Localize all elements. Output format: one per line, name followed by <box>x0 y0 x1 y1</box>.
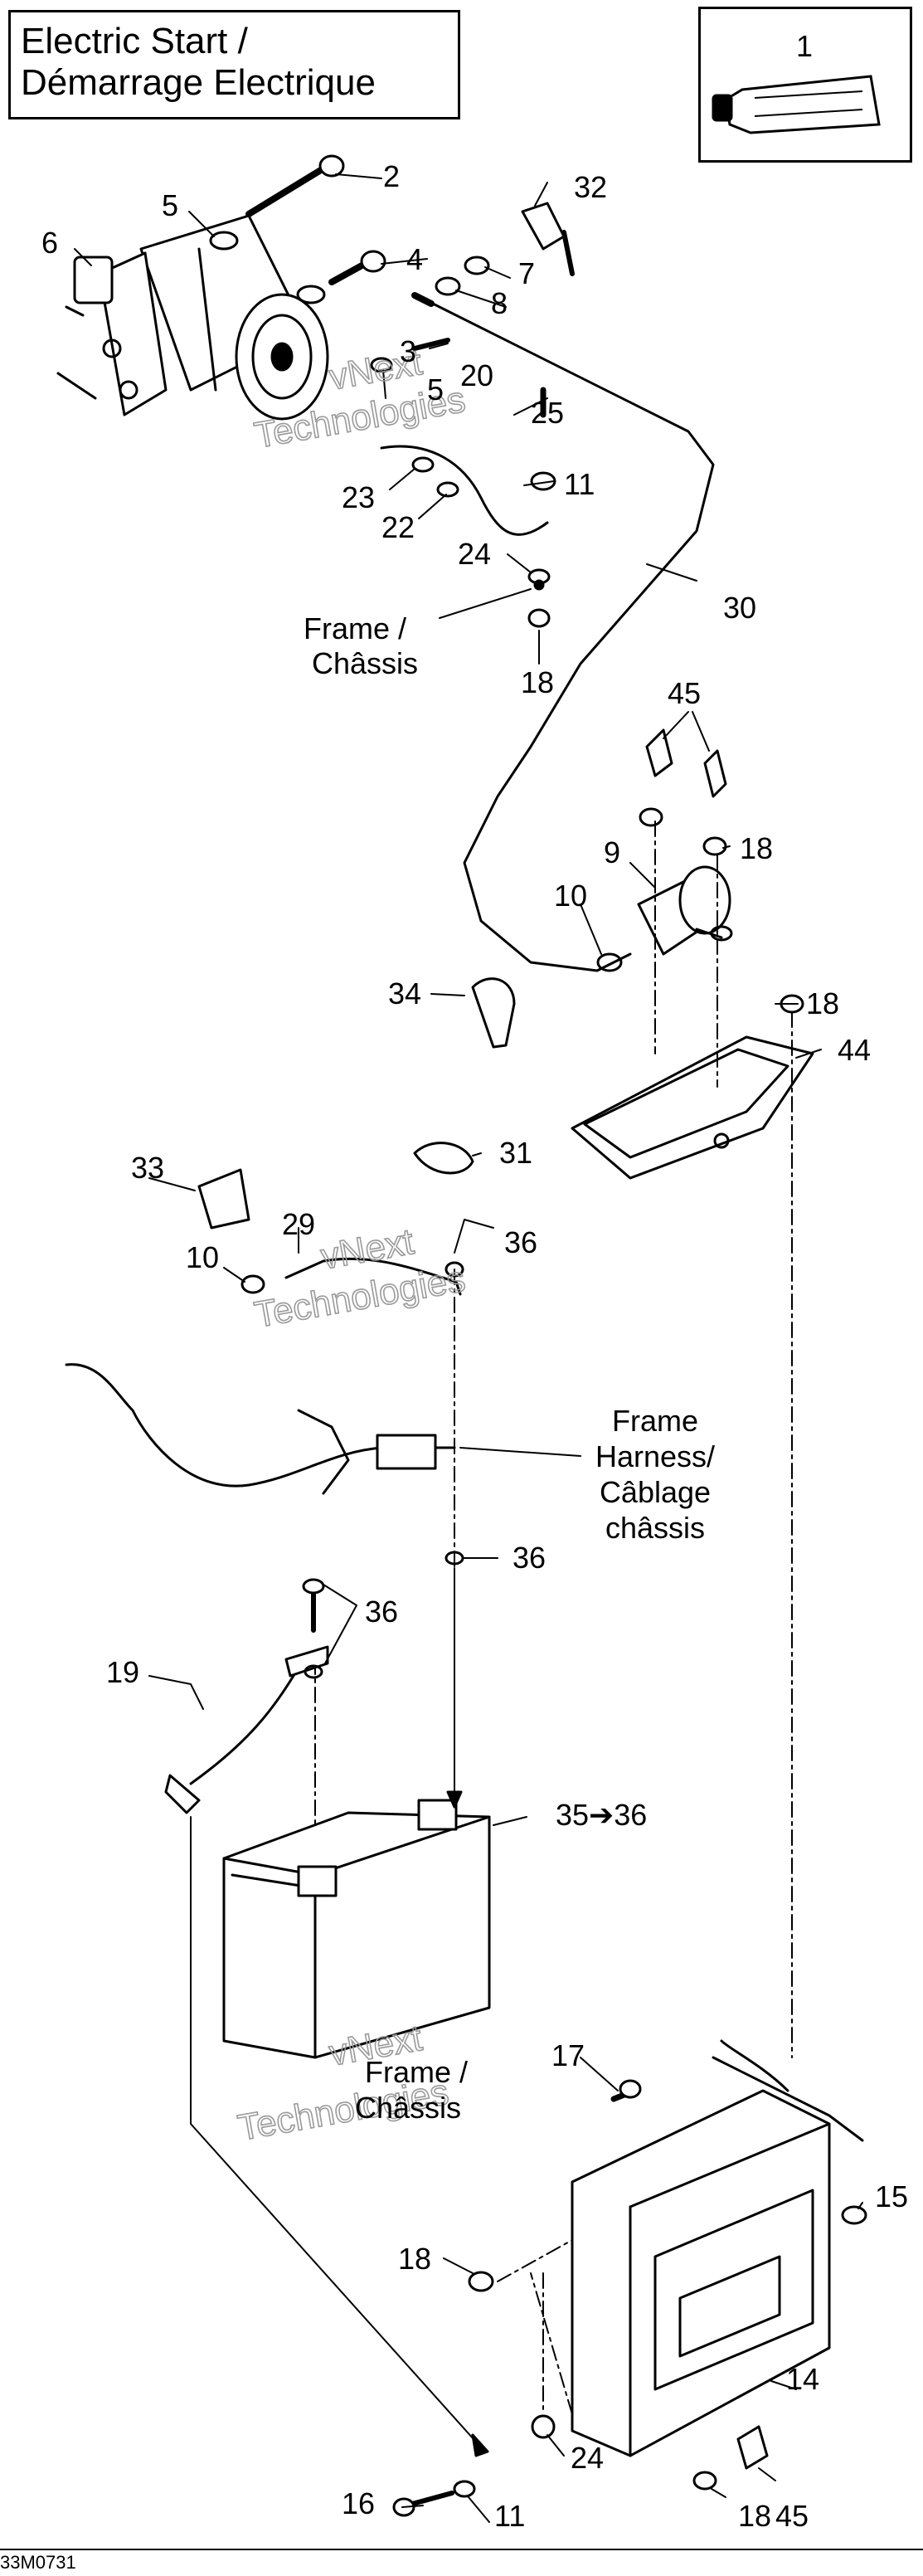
harness-label-4: châssis <box>605 1511 705 1545</box>
bracket-44 <box>571 1035 814 1180</box>
battery-tray-14 <box>571 2056 864 2457</box>
part-label-20: 20 <box>460 358 493 392</box>
ground-cable-19 <box>164 1645 329 1814</box>
nut-18f <box>692 2471 717 2491</box>
part-label-29: 29 <box>282 1207 315 1241</box>
frame-label-bottom-1: Frame / <box>365 2055 468 2089</box>
bolt-4 <box>296 250 386 304</box>
harness-label-2: Harness/ <box>595 1439 715 1473</box>
frame-label-bottom-2: Châssis <box>355 2091 461 2125</box>
part-label-16: 16 <box>342 2486 375 2520</box>
part-label-31: 31 <box>499 1136 532 1170</box>
nut-36b <box>444 1551 464 1566</box>
harness-label-1: Frame <box>612 1404 698 1438</box>
frame-harness <box>65 1363 456 1495</box>
washer-22 <box>436 481 459 498</box>
part-label-15: 15 <box>875 2179 908 2213</box>
boot-33 <box>197 1168 250 1230</box>
nut-36a <box>444 1261 464 1278</box>
part-label-23: 23 <box>342 480 375 514</box>
diagram-title: Electric Start / Démarrage Electrique <box>8 10 460 119</box>
part-label-18e: 18 <box>738 2499 771 2533</box>
nut-18b <box>639 807 663 827</box>
part-label-45a: 45 <box>668 676 701 710</box>
part-label-7: 7 <box>518 256 535 290</box>
part-label-24b: 24 <box>571 2441 604 2475</box>
washer-5b <box>370 357 393 373</box>
terminal-boot-32 <box>521 202 575 276</box>
cap-45c <box>736 2425 769 2470</box>
screw-3 <box>412 338 450 351</box>
nut-10b <box>240 1274 265 1294</box>
frame-label-top-2: Châssis <box>312 646 418 680</box>
washer-15 <box>841 2205 867 2225</box>
part-label-22: 22 <box>381 510 415 544</box>
part-label-9: 9 <box>604 835 620 869</box>
part-label-10: 10 <box>554 879 587 913</box>
nut-10 <box>596 952 623 972</box>
part-label-19: 19 <box>106 1655 139 1689</box>
part-label-35-36: 35➔36 <box>556 1798 647 1832</box>
part-label-5: 5 <box>162 188 178 222</box>
part-label-1: 1 <box>796 29 813 63</box>
clip <box>720 2039 789 2092</box>
part-label-4: 4 <box>406 242 423 276</box>
part-label-8: 8 <box>491 286 508 320</box>
part-label-3: 3 <box>400 334 416 368</box>
part-label-14: 14 <box>786 2362 819 2396</box>
frame-label-top-1: Frame / <box>304 611 406 645</box>
part-label-30: 30 <box>723 591 756 625</box>
nut-8 <box>435 276 461 296</box>
positive-cable-30 <box>421 297 715 972</box>
nut-18e <box>468 2271 494 2292</box>
battery-35 <box>222 1799 491 2059</box>
part-label-45b: 45 <box>775 2499 809 2533</box>
cable-29 <box>284 1257 462 1296</box>
part-label-25: 25 <box>531 396 564 430</box>
nut-18c <box>702 836 727 856</box>
part-label-18b: 18 <box>740 831 773 865</box>
harness-label-3: Câblage <box>600 1475 711 1509</box>
part-label-6: 6 <box>41 226 58 260</box>
starter-motor <box>56 214 329 421</box>
part-label-18c: 18 <box>806 986 839 1020</box>
cap-45 <box>645 728 673 777</box>
washer-23 <box>411 456 435 473</box>
title-line-2: Démarrage Electrique <box>21 62 376 103</box>
nut-7 <box>464 256 490 275</box>
part-label-17: 17 <box>551 2038 585 2072</box>
star-washer-24b <box>531 2414 556 2439</box>
part-label-36c: 36 <box>365 1595 398 1629</box>
starter-cable-20 <box>380 445 549 536</box>
part-label-11: 11 <box>564 467 595 501</box>
part-label-18a: 18 <box>521 665 554 699</box>
part-label-24: 24 <box>458 537 491 571</box>
nut-11b <box>453 2480 476 2498</box>
part-label-36b: 36 <box>513 1541 546 1575</box>
part-label-36a: 36 <box>504 1225 537 1259</box>
washer-5 <box>209 231 239 251</box>
nut-18 <box>527 608 551 628</box>
part-label-32: 32 <box>574 170 607 204</box>
part-label-10b: 10 <box>186 1240 219 1274</box>
part-label-2: 2 <box>383 159 400 193</box>
lubricant-tube-icon <box>712 75 881 134</box>
part-label-44: 44 <box>838 1033 871 1067</box>
title-line-1: Electric Start / <box>21 21 248 61</box>
part-label-33: 33 <box>131 1151 164 1185</box>
boot-31 <box>413 1142 474 1175</box>
drawing-number: 33M0731 <box>0 2552 76 2573</box>
boot-34 <box>471 977 516 1049</box>
part-label-5b: 5 <box>427 373 444 407</box>
part-label-11b: 11 <box>494 2499 525 2533</box>
part-label-18d: 18 <box>398 2242 431 2276</box>
bottom-divider <box>0 2549 923 2550</box>
cap-45b <box>703 749 727 798</box>
part-label-34: 34 <box>388 976 421 1010</box>
bolt-2 <box>245 154 345 217</box>
